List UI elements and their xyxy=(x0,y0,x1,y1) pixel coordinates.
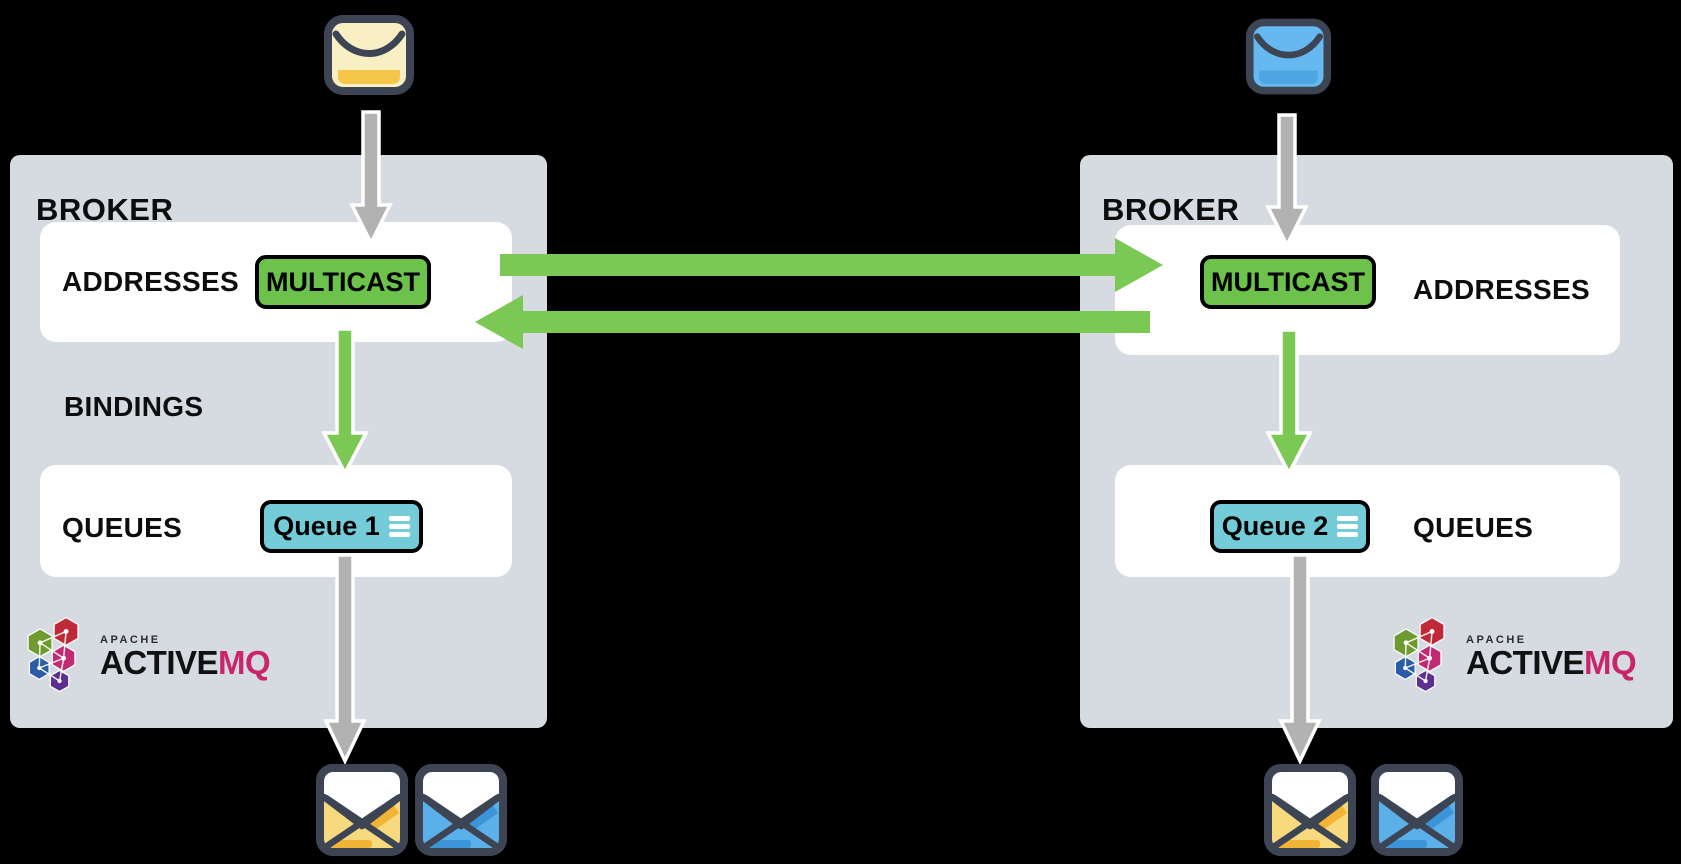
left-addresses-label: ADDRESSES xyxy=(62,266,239,297)
activemq-logo: APACHE ACTIVEMQ xyxy=(24,616,271,694)
activemq-hexagon-icon xyxy=(27,616,79,693)
federation-arrow-left xyxy=(475,295,1150,349)
open-yellow-envelope-icon xyxy=(1264,764,1356,856)
yellow-message-envelope-icon xyxy=(324,15,414,95)
right-queue-button: Queue 2 xyxy=(1210,500,1370,553)
left-multicast-address-button: MULTICAST xyxy=(255,255,431,309)
activemq-wordmark: ACTIVEMQ xyxy=(100,644,271,681)
right-queue-label: Queue 2 xyxy=(1221,511,1329,541)
apache-wordmark: APACHE xyxy=(1466,634,1527,646)
left-queue-button: Queue 1 xyxy=(260,500,423,553)
queue-list-icon xyxy=(388,516,410,537)
left-bindings-label: BINDINGS xyxy=(64,391,204,422)
right-broker-title: BROKER xyxy=(1102,191,1240,227)
activemq-wordmark: ACTIVEMQ xyxy=(1466,644,1637,681)
activemq-hexagon-icon xyxy=(1393,616,1445,693)
left-queues-label: QUEUES xyxy=(62,512,183,543)
activemq-logo: APACHE ACTIVEMQ xyxy=(1390,616,1637,694)
right-addresses-label: ADDRESSES xyxy=(1413,274,1590,305)
left-broker-title: BROKER xyxy=(36,191,174,227)
federation-arrow-right xyxy=(500,238,1163,292)
open-blue-envelope-icon xyxy=(415,764,507,856)
blue-message-envelope-icon xyxy=(1245,18,1332,95)
open-blue-envelope-icon xyxy=(1371,764,1463,856)
left-queue-label: Queue 1 xyxy=(273,511,380,541)
right-queues-label: QUEUES xyxy=(1413,512,1534,543)
apache-wordmark: APACHE xyxy=(100,634,161,646)
open-yellow-envelope-icon xyxy=(316,764,408,856)
queue-list-icon xyxy=(1337,516,1359,537)
right-multicast-address-button: MULTICAST xyxy=(1200,255,1376,309)
